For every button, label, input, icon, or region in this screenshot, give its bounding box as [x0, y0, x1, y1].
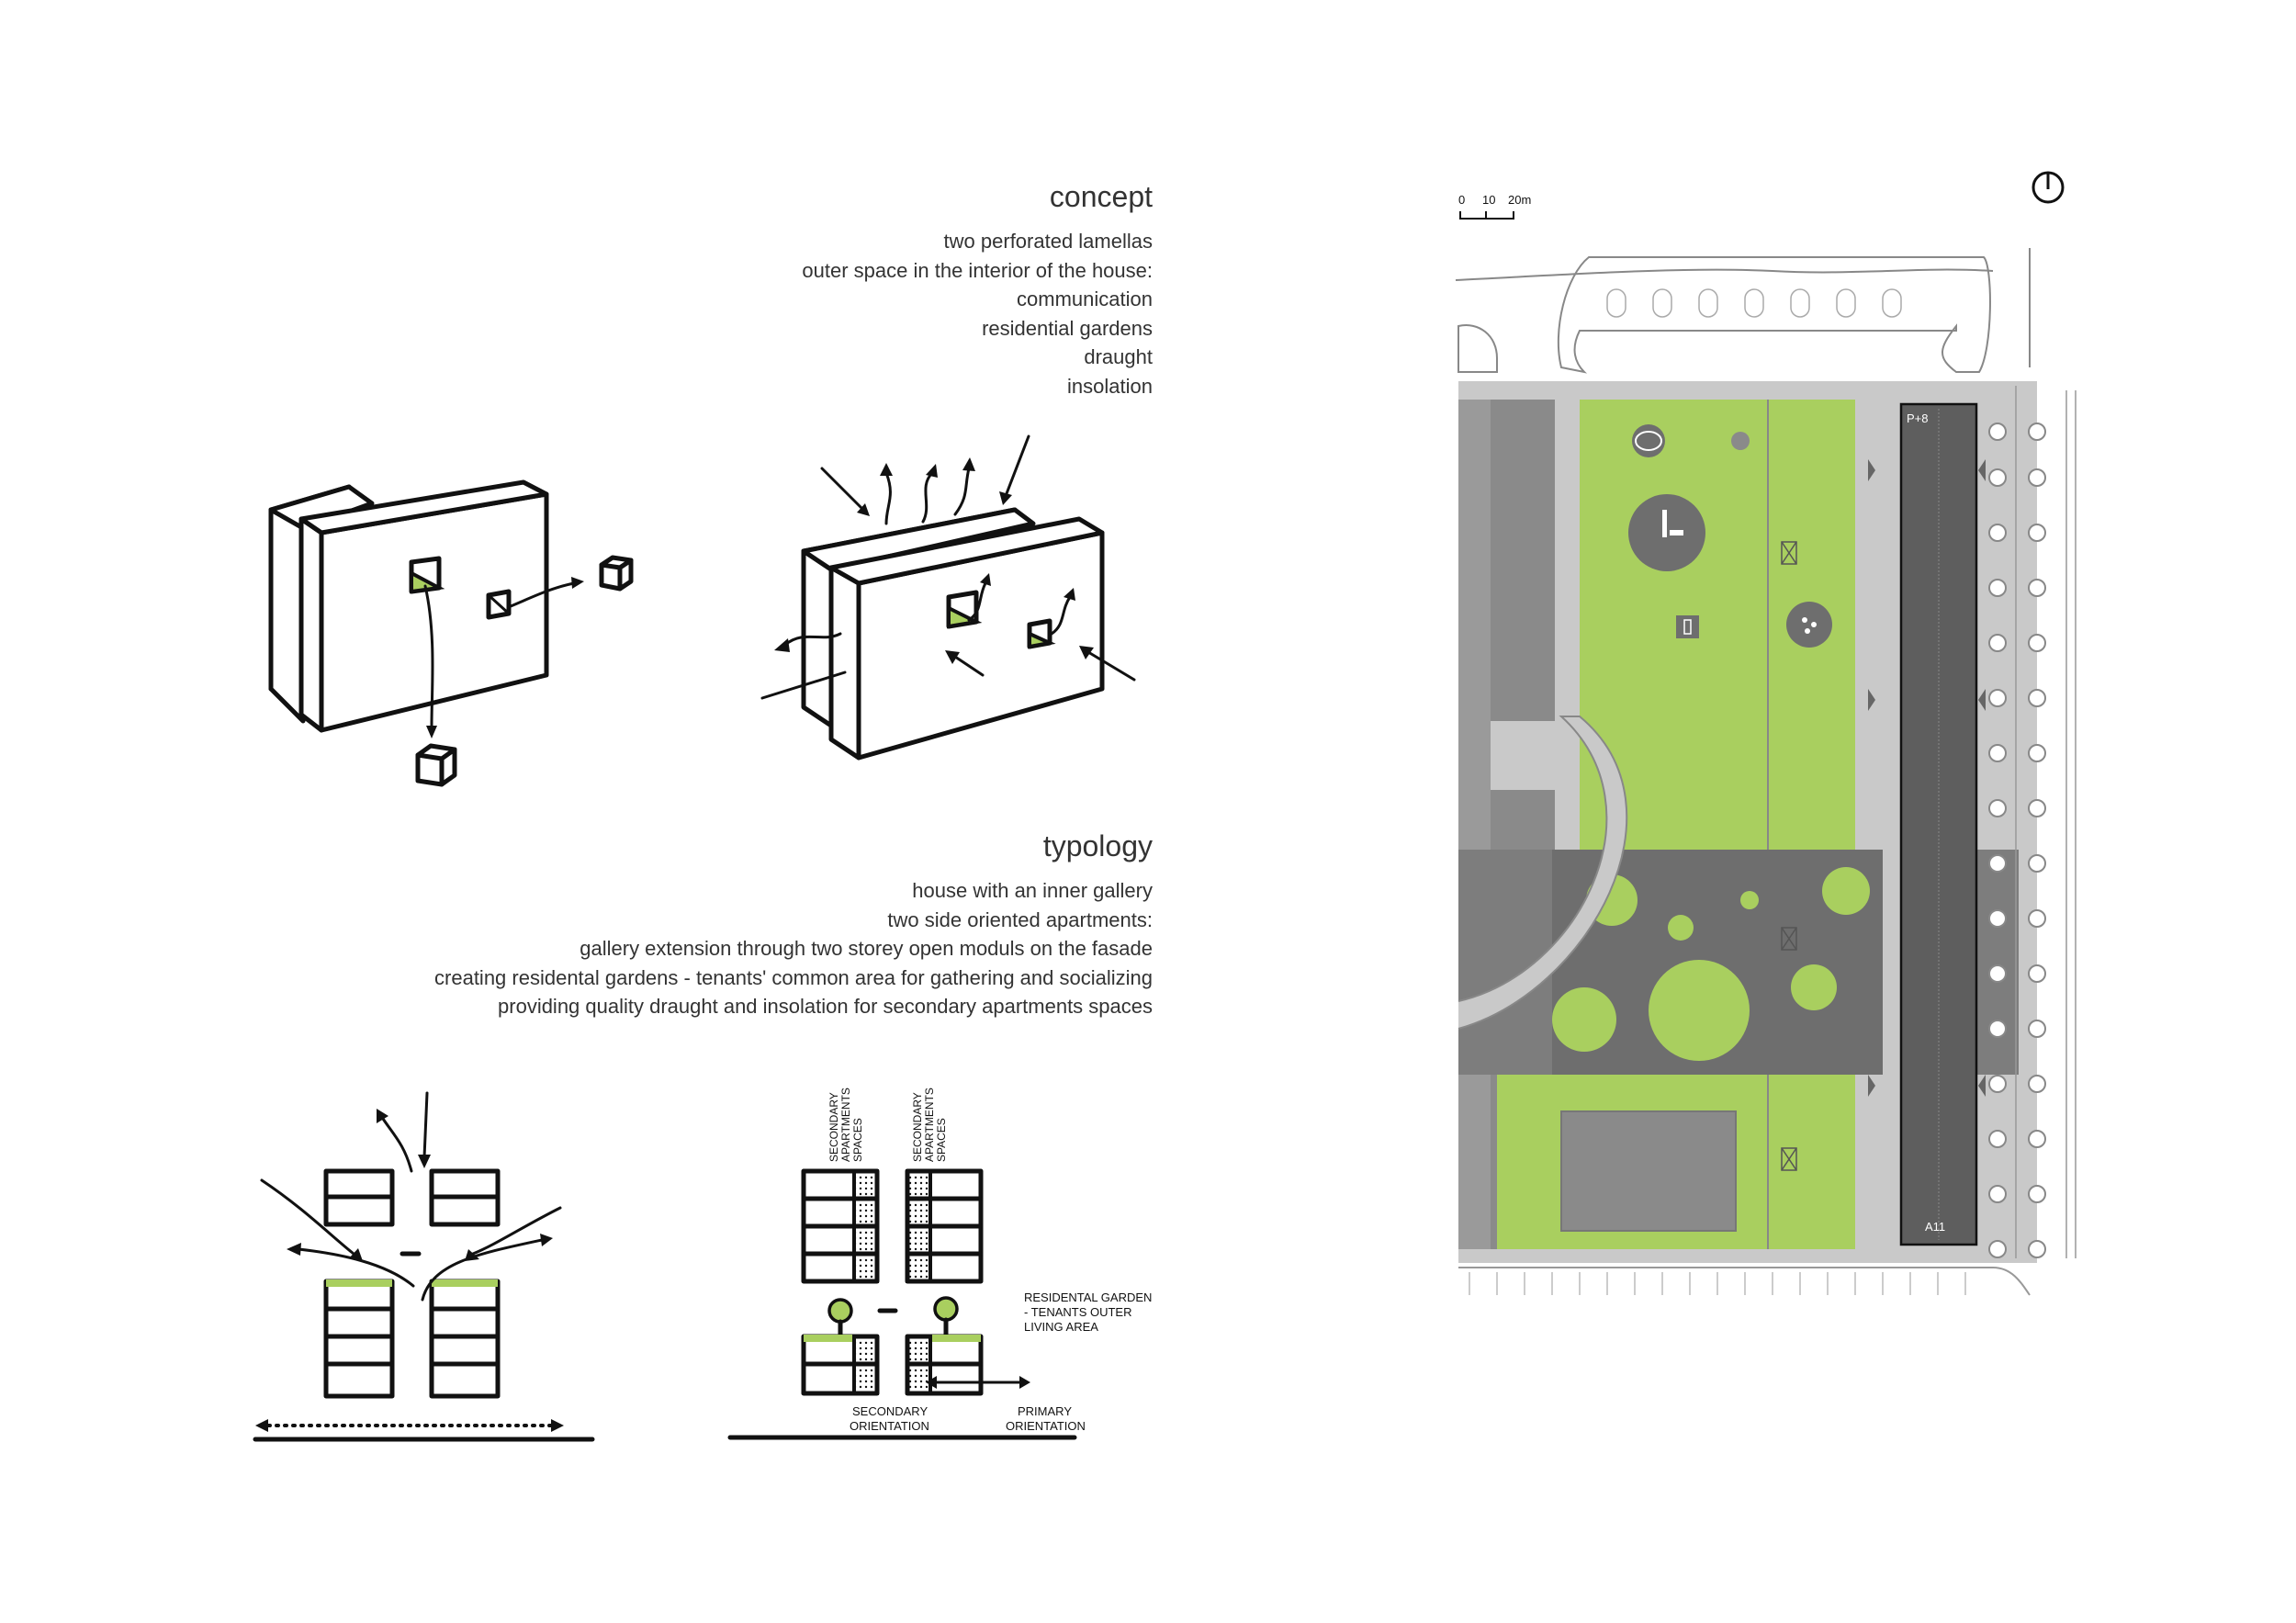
label-garden: RESIDENTAL GARDEN — [1024, 1291, 1152, 1304]
building-label-bottom: A11 — [1925, 1220, 1945, 1234]
site-plan: 0 10 20m — [1455, 171, 2077, 1296]
typology-line: creating residental gardens - tenants' c… — [434, 965, 1153, 989]
scale-label-0: 0 — [1458, 193, 1465, 207]
typology-line: providing quality draught and insolation… — [498, 995, 1153, 1018]
typology-text: typology house with an inner gallery two… — [434, 829, 1153, 1021]
label-secondary-spaces-2: APARTMENTS — [923, 1088, 936, 1162]
concept-line: communication — [1017, 287, 1153, 310]
building-label-top: P+8 — [1907, 411, 1929, 425]
typology-line: two side oriented apartments: — [887, 907, 1153, 931]
north-arrow-icon — [2032, 171, 2065, 204]
typology-sketch-airflow — [253, 1091, 595, 1442]
label-secondary-spaces-1: SPACES — [851, 1118, 864, 1162]
label-garden: LIVING AREA — [1024, 1320, 1098, 1334]
concept-sketch-draught — [760, 434, 1136, 761]
concept-line: outer space in the interior of the house… — [802, 258, 1153, 282]
typology-sketch-section: SECONDARY APARTMENTS SPACES SECONDARY AP… — [727, 1088, 1152, 1440]
label-secondary-spaces-1: APARTMENTS — [839, 1088, 852, 1162]
label-garden: - TENANTS OUTER — [1024, 1305, 1132, 1319]
label-primary-orientation: PRIMARY — [1018, 1404, 1072, 1418]
scale-label-20: 20m — [1508, 193, 1531, 207]
concept-heading: concept — [1049, 180, 1153, 213]
label-secondary-orientation: ORIENTATION — [850, 1419, 929, 1433]
label-secondary-spaces-1: SECONDARY — [827, 1092, 840, 1162]
concept-sketch-lamellas — [268, 479, 634, 787]
concept-line: two perforated lamellas — [943, 230, 1153, 253]
typology-heading: typology — [1042, 829, 1153, 862]
concept-text: concept two perforated lamellas outer sp… — [802, 180, 1153, 400]
concept-line: residential gardens — [982, 316, 1153, 340]
scale-label-10: 10 — [1482, 193, 1495, 207]
concept-line: insolation — [1067, 374, 1153, 398]
label-secondary-spaces-2: SECONDARY — [911, 1092, 924, 1162]
typology-line: gallery extension through two storey ope… — [580, 937, 1153, 960]
label-primary-orientation: ORIENTATION — [1006, 1419, 1086, 1433]
parking-row — [1988, 423, 2046, 1258]
typology-line: house with an inner gallery — [912, 879, 1153, 902]
label-secondary-spaces-2: SPACES — [935, 1118, 948, 1162]
concept-line: draught — [1084, 345, 1153, 368]
label-secondary-orientation: SECONDARY — [852, 1404, 928, 1418]
scale-bar: 0 10 20m — [1458, 193, 1531, 220]
